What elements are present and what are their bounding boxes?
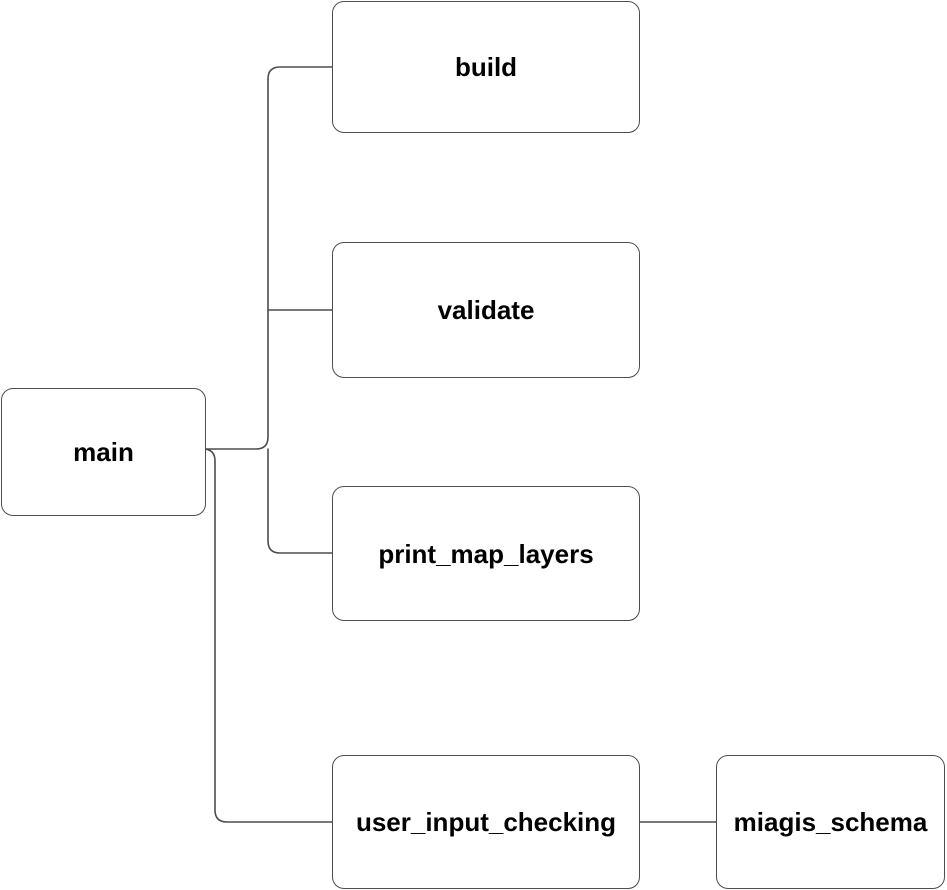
node-miagis-schema[interactable]: miagis_schema: [716, 755, 945, 889]
node-validate-label: validate: [437, 295, 535, 325]
edge-main-print-map-layers: [267, 448, 333, 554]
node-user-input-checking[interactable]: user_input_checking: [332, 755, 640, 889]
node-main[interactable]: main: [1, 388, 206, 516]
edge-main-user-input-checking: [202, 448, 333, 823]
node-build-label: build: [454, 52, 518, 82]
node-user-input-checking-label: user_input_checking: [355, 807, 617, 837]
node-miagis-schema-label: miagis_schema: [733, 807, 928, 837]
node-main-label: main: [73, 437, 134, 467]
edge-main-trunk: [205, 66, 333, 450]
node-validate[interactable]: validate: [332, 242, 640, 378]
node-print-map-layers[interactable]: print_map_layers: [332, 486, 640, 621]
node-build[interactable]: build: [332, 1, 640, 133]
node-print-map-layers-label: print_map_layers: [378, 538, 594, 569]
